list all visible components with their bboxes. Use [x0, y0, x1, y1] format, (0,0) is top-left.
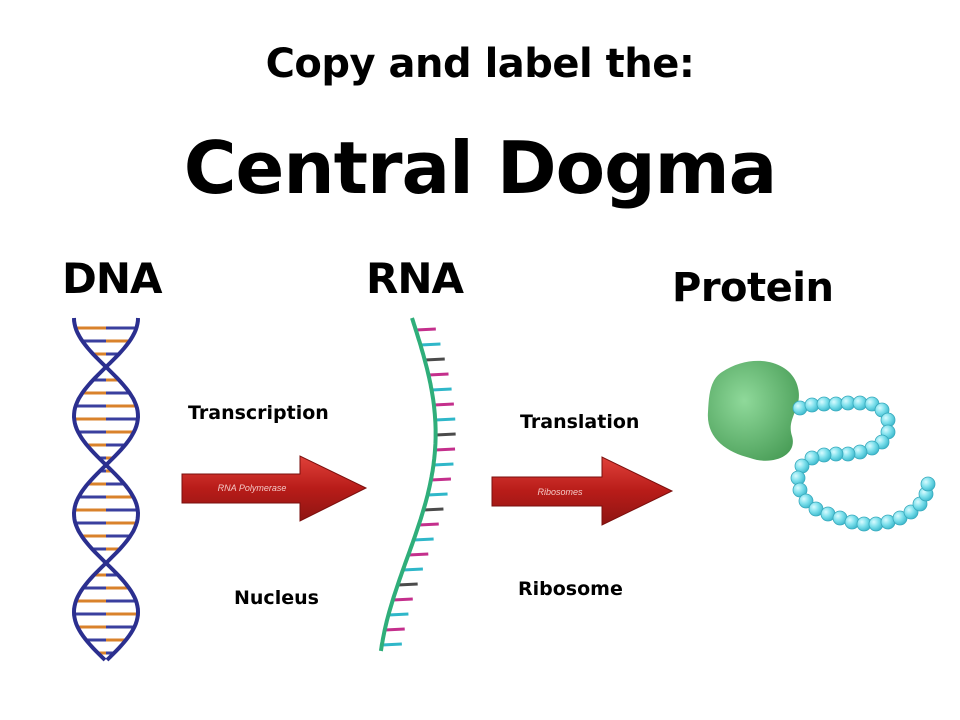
amino-acid-chain [790, 395, 936, 532]
folded-protein-chain-icon [707, 360, 936, 532]
translation-label: Translation [520, 411, 640, 433]
transcription-label: Transcription [188, 402, 329, 424]
amino-acid-bead [920, 476, 936, 492]
nucleus-location-label: Nucleus [234, 587, 319, 609]
rna-base [433, 402, 454, 407]
rna-base [435, 432, 456, 437]
ribosomes-arrow-text: Ribosomes [537, 487, 583, 497]
amino-acid-bead [804, 450, 820, 466]
rna-backbone [378, 317, 438, 652]
rna-base [415, 327, 436, 332]
rna-base [397, 582, 418, 587]
translation-arrow: Ribosomes [491, 456, 674, 526]
rna-base [430, 477, 452, 482]
rna-base [434, 447, 456, 452]
rna-base [413, 537, 434, 542]
protein-label: Protein [672, 265, 834, 311]
slide-subtitle: Copy and label the: [265, 41, 695, 87]
right-arrow-icon [491, 456, 674, 526]
amino-acid-bead [798, 493, 814, 509]
rna-base [424, 357, 445, 362]
rna-single-strand-icon [378, 317, 456, 652]
rna-base [408, 552, 429, 557]
dna-strand [71, 317, 141, 662]
rna-label: RNA [366, 254, 464, 303]
dna-strand [71, 317, 141, 662]
rna-base [435, 417, 456, 422]
rna-base [384, 627, 405, 632]
ribosome-location-label: Ribosome [518, 578, 623, 600]
rna-polymerase-arrow-text: RNA Polymerase [218, 483, 287, 493]
rna-base [418, 522, 439, 527]
rna-base [392, 597, 413, 602]
dna-double-helix-icon [71, 317, 141, 662]
rna-base [402, 567, 423, 572]
right-arrow-icon [181, 455, 368, 522]
dna-label: DNA [62, 254, 163, 303]
slide-title: Central Dogma [183, 126, 778, 210]
rna-base [388, 612, 409, 617]
protein-globule [707, 360, 799, 461]
rna-base [428, 372, 449, 377]
rna-base [420, 342, 441, 347]
rna-base [431, 387, 452, 392]
rna-base [423, 507, 444, 512]
transcription-arrow: RNA Polymerase [181, 455, 368, 522]
rna-base [427, 492, 448, 497]
rna-base [433, 462, 454, 467]
rna-base [381, 642, 402, 647]
